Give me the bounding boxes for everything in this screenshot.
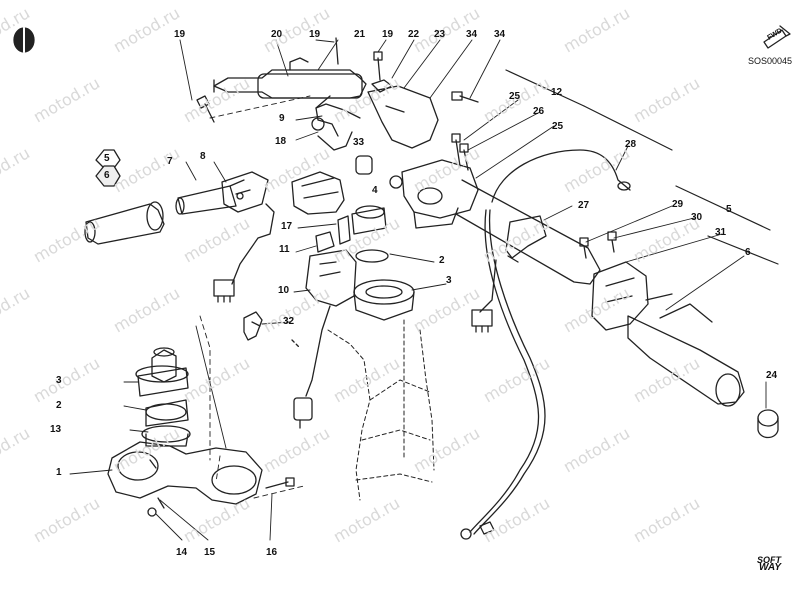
callout-18: 18 bbox=[275, 136, 287, 147]
callout-34-b: 34 bbox=[494, 29, 506, 40]
callout-15: 15 bbox=[204, 547, 216, 558]
callout-27: 27 bbox=[578, 200, 590, 211]
softway-logo: SOFT WAY bbox=[757, 555, 781, 573]
callout-19-c: 19 bbox=[382, 29, 394, 40]
callout-28: 28 bbox=[625, 139, 637, 150]
callout-34-a: 34 bbox=[466, 29, 478, 40]
callout-19-b: 19 bbox=[309, 29, 321, 40]
callout-22: 22 bbox=[408, 29, 420, 40]
ducati-logo-icon bbox=[13, 27, 35, 53]
callout-17: 17 bbox=[281, 221, 293, 232]
callout-7: 7 bbox=[167, 156, 173, 167]
callout-25-b: 25 bbox=[552, 121, 564, 132]
left-handlebar-grip bbox=[84, 185, 237, 245]
stem-bearing-upper bbox=[351, 205, 415, 321]
callout-14: 14 bbox=[176, 547, 188, 558]
callout-13: 13 bbox=[50, 424, 62, 435]
callout-29: 29 bbox=[672, 199, 684, 210]
callout-25-a: 25 bbox=[509, 91, 521, 102]
callout-30: 30 bbox=[691, 212, 703, 223]
callout-9: 9 bbox=[279, 113, 285, 124]
right-handlebar bbox=[455, 179, 601, 285]
right-throttle-grip bbox=[627, 293, 745, 407]
lower-steering-stem bbox=[135, 347, 191, 447]
callout-2-b: 2 bbox=[56, 400, 62, 411]
callout-26: 26 bbox=[533, 106, 545, 117]
callout-3-a: 3 bbox=[446, 275, 452, 286]
callout-3-b: 3 bbox=[56, 375, 62, 386]
callout-19-a: 19 bbox=[174, 29, 186, 40]
upper-triple-clamp bbox=[367, 79, 439, 149]
hex-label-bottom: 6 bbox=[104, 170, 110, 181]
throttle-cable bbox=[460, 149, 631, 540]
callout-10: 10 bbox=[278, 285, 290, 296]
callout-20: 20 bbox=[271, 29, 283, 40]
right-clipon-clamp bbox=[401, 159, 479, 229]
forward-arrow-icon bbox=[763, 25, 791, 49]
bar-end-plug bbox=[757, 409, 779, 439]
callout-32: 32 bbox=[283, 316, 295, 327]
callout-4: 4 bbox=[372, 185, 378, 196]
callout-24: 24 bbox=[766, 370, 778, 381]
brand-line-2: WAY bbox=[758, 562, 781, 573]
callout-21: 21 bbox=[354, 29, 366, 40]
callout-23: 23 bbox=[434, 29, 446, 40]
left-switch-housing bbox=[213, 171, 275, 303]
ignition-lock bbox=[293, 231, 357, 429]
callout-33: 33 bbox=[353, 137, 365, 148]
callout-6: 6 bbox=[745, 247, 751, 258]
callout-1: 1 bbox=[56, 467, 62, 478]
hex-label-top: 5 bbox=[104, 153, 110, 164]
callout-11: 11 bbox=[279, 244, 290, 255]
callout-16: 16 bbox=[266, 547, 278, 558]
callout-12: 12 bbox=[551, 87, 563, 98]
callout-8: 8 bbox=[200, 151, 206, 162]
diagram-code: SOS00045 bbox=[748, 56, 793, 66]
callout-5: 5 bbox=[726, 204, 732, 215]
kit-group-hex-icon bbox=[95, 149, 121, 187]
callout-2-a: 2 bbox=[439, 255, 445, 266]
callout-31: 31 bbox=[715, 227, 727, 238]
right-switch-housing bbox=[591, 261, 649, 331]
steering-damper bbox=[213, 57, 367, 99]
brand-line-1: SOFT bbox=[757, 555, 781, 565]
lower-triple-clamp bbox=[107, 441, 263, 505]
